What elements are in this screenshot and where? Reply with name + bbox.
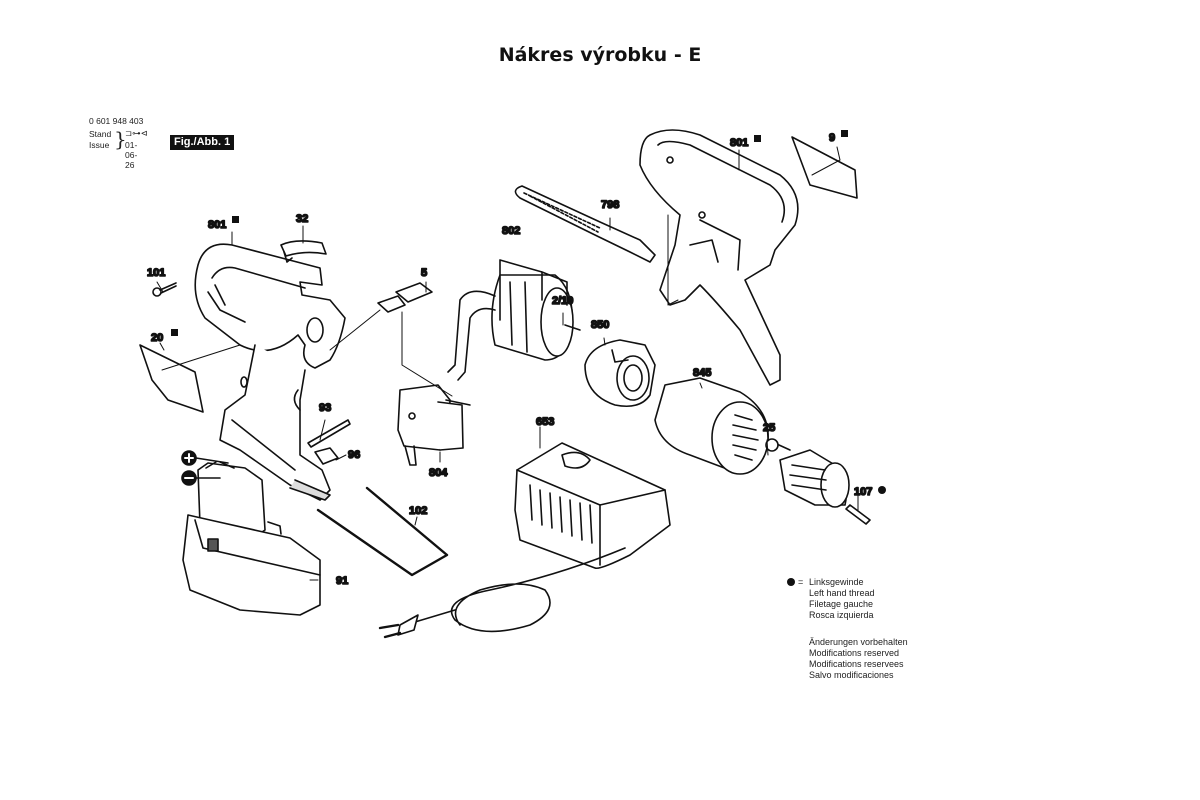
legend-line: Filetage gauche — [809, 599, 874, 609]
charger-part[interactable] — [514, 442, 671, 570]
stand-issue-block: Stand Issue } ⊐⊶⊲ 01-06-26 — [89, 127, 148, 170]
wire-clip-part[interactable] — [316, 486, 449, 577]
legend-line: Modifications reserved — [809, 648, 900, 658]
label-9: 9 — [829, 132, 835, 144]
power-cord[interactable] — [378, 547, 626, 639]
label-2-10: 2/10 — [552, 295, 573, 307]
strap-part[interactable] — [514, 185, 656, 263]
legend: = Linksgewinde Left hand thread Filetage… — [787, 577, 908, 681]
figure-badge: Fig./Abb. 1 — [170, 135, 235, 150]
part-labels: 801 32 101 5 20 93 96 804 102 91 802 2/1… — [146, 130, 886, 588]
chuck-part[interactable] — [779, 449, 850, 508]
dot-marker-icon — [878, 486, 886, 494]
pin-part[interactable] — [307, 419, 351, 448]
label-101: 101 — [147, 267, 165, 279]
square-marker-icon — [754, 135, 761, 142]
label-798: 798 — [601, 199, 619, 211]
dot-marker-icon — [787, 578, 795, 586]
nameplate-left-part[interactable] — [139, 344, 204, 413]
square-marker-icon — [841, 130, 848, 137]
label-32: 32 — [296, 213, 308, 225]
legend-equals: = — [798, 577, 804, 587]
motor-group-bracket — [499, 259, 568, 321]
battery-pack-part[interactable] — [182, 461, 321, 616]
label-5: 5 — [421, 267, 427, 279]
label-801-left: 801 — [208, 219, 226, 231]
label-91: 91 — [336, 575, 348, 587]
legend-line: Linksgewinde — [809, 577, 864, 587]
legend-line: Salvo modificaciones — [809, 670, 894, 680]
chuck-screw-part[interactable] — [845, 504, 871, 525]
issue-label: Issue — [89, 140, 110, 150]
gearbox-part[interactable] — [654, 377, 791, 475]
motor-part[interactable] — [447, 274, 581, 381]
housing-right-part[interactable] — [639, 129, 799, 386]
gear-ring-part[interactable] — [584, 339, 656, 408]
legend-line: Modifications reservees — [809, 659, 904, 669]
stand-symbol: ⊐⊶⊲ — [125, 128, 148, 138]
label-93: 93 — [319, 402, 331, 414]
label-96: 96 — [348, 449, 360, 461]
legend-line: Left hand thread — [809, 588, 875, 598]
legend-modifications: Änderungen vorbehalten Modifications res… — [787, 637, 908, 681]
brace-icon: } — [114, 127, 127, 151]
label-845: 845 — [693, 367, 711, 379]
label-804: 804 — [429, 467, 448, 479]
square-marker-icon — [232, 216, 239, 223]
housing-left-part[interactable] — [194, 243, 346, 501]
legend-line: Rosca izquierda — [809, 610, 874, 620]
document-meta: 0 601 948 403 Stand Issue } ⊐⊶⊲ 01-06-26 — [89, 116, 148, 170]
label-801-right: 801 — [730, 137, 748, 149]
issue-date: 01-06-26 — [125, 140, 138, 170]
label-653: 653 — [536, 416, 554, 428]
square-marker-icon — [171, 329, 178, 336]
label-107: 107 — [854, 486, 872, 498]
switch-part[interactable] — [397, 384, 471, 466]
switch-slider-part[interactable] — [377, 282, 433, 313]
slide-cover-part[interactable] — [280, 240, 327, 263]
label-25: 25 — [763, 422, 775, 434]
label-850: 850 — [591, 319, 609, 331]
stand-label: Stand — [89, 129, 112, 139]
label-102: 102 — [409, 505, 427, 517]
page-title: Nákres výrobku - E — [498, 44, 702, 66]
legend-line: Änderungen vorbehalten — [809, 637, 908, 647]
screw-101-part[interactable] — [152, 282, 177, 297]
leader-lines — [156, 146, 859, 581]
legend-thread: = Linksgewinde Left hand thread Filetage… — [787, 577, 908, 621]
nameplate-right-part[interactable] — [791, 136, 858, 199]
label-20: 20 — [151, 332, 163, 344]
label-802: 802 — [502, 225, 520, 237]
document-number: 0 601 948 403 — [89, 116, 144, 126]
clip-part[interactable] — [314, 447, 339, 465]
